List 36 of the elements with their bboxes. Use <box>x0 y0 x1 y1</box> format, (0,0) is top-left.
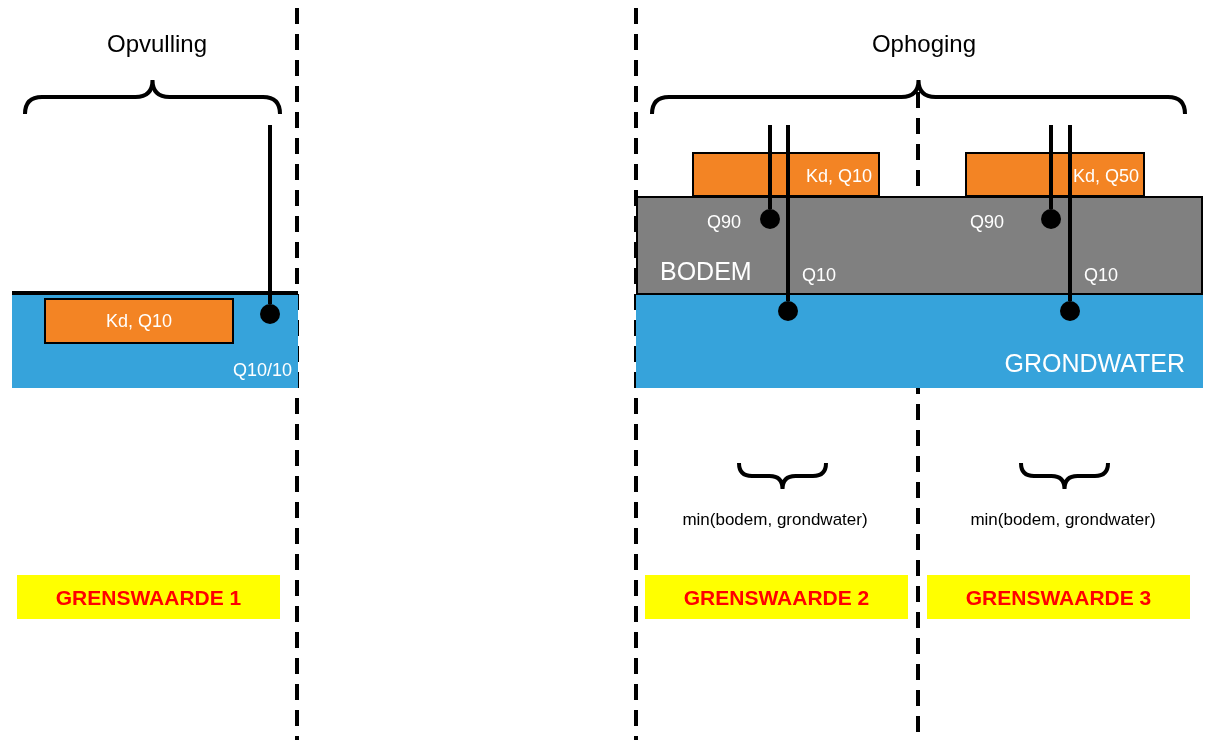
layer-label: GRENSWAARDE 2 <box>682 587 871 608</box>
layer-label: GRENSWAARDE 3 <box>964 587 1153 608</box>
limit-value-label <box>17 575 280 619</box>
groundwater-layer <box>636 295 1203 388</box>
leader-line <box>1049 125 1053 209</box>
soil-layer <box>636 196 1203 295</box>
measurement-dot <box>260 304 280 324</box>
section-label: Ophoging <box>871 30 977 58</box>
limit-value-label <box>645 575 908 619</box>
measurement-dot <box>1041 209 1061 229</box>
leader-line <box>1068 125 1072 301</box>
limit-value-label <box>927 575 1190 619</box>
layer-label: BODEM <box>660 259 752 284</box>
groundwater-layer <box>12 291 298 388</box>
layer-label: Kd, Q50 <box>1072 167 1139 185</box>
section-label: min(bodem, grondwater) <box>682 510 868 530</box>
layer-label: GRENSWAARDE 1 <box>54 587 243 608</box>
layer-label: GRONDWATER <box>1004 351 1185 376</box>
layer-label: Kd, Q10 <box>104 312 173 330</box>
layer-label: Q10/10 <box>232 361 292 379</box>
fill-layer <box>692 152 880 197</box>
section-label: min(bodem, grondwater) <box>970 510 1156 530</box>
layer-label: Q10 <box>1084 266 1119 284</box>
measurement-dot <box>778 301 798 321</box>
layer-label: Kd, Q10 <box>805 167 872 185</box>
layer-label: Q90 <box>707 213 742 231</box>
fill-layer <box>44 298 234 344</box>
leader-line <box>768 125 772 209</box>
leader-line <box>268 125 272 304</box>
measurement-dot <box>760 209 780 229</box>
fill-layer <box>965 152 1145 197</box>
measurement-dot <box>1060 301 1080 321</box>
leader-line <box>786 125 790 301</box>
layer-label: Q10 <box>802 266 837 284</box>
layer-label: Q90 <box>970 213 1005 231</box>
section-label: Opvulling <box>106 30 208 58</box>
